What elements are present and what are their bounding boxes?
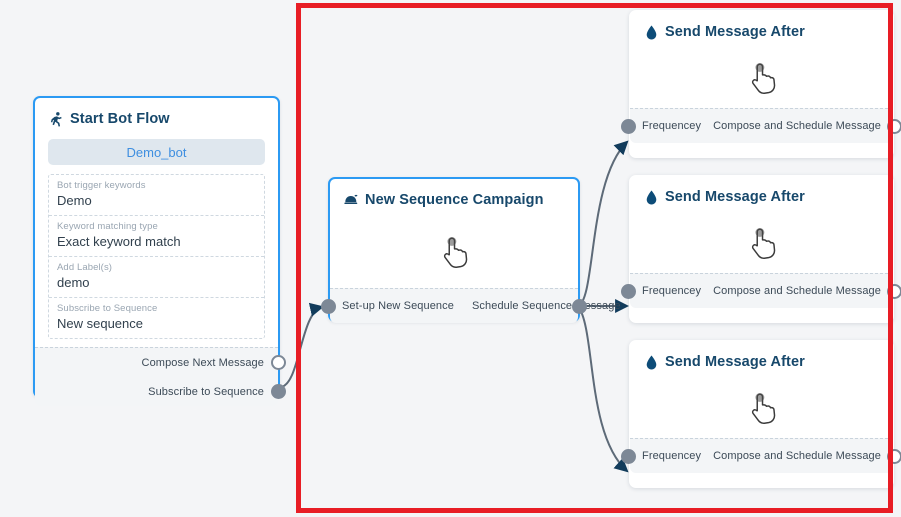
output-port-compose-next-message[interactable] [271, 355, 286, 370]
field-label: Bot trigger keywords [57, 180, 146, 191]
input-port-frequencey[interactable] [621, 284, 636, 299]
field-value: Exact keyword match [57, 234, 181, 249]
bot-name-label: Demo_bot [126, 144, 187, 160]
node-send-message-after-3-header: Send Message After [630, 341, 893, 376]
field-label: Subscribe to Sequence [57, 303, 158, 314]
node-send-message-after-2-footer: Frequencey Compose and Schedule Message [621, 273, 901, 308]
node-new-sequence-campaign-title: New Sequence Campaign [365, 192, 544, 208]
node-new-sequence-campaign-body [330, 214, 578, 288]
field-label: Keyword matching type [57, 221, 158, 232]
output-port-subscribe-to-sequence[interactable] [271, 384, 286, 399]
node-start-bot-flow-header: Start Bot Flow [35, 98, 278, 133]
input-port-label-frequencey: Frequencey [642, 285, 702, 297]
port-label: Compose Next Message [141, 356, 264, 369]
node-send-message-after-2-header: Send Message After [630, 176, 893, 211]
field-value: Demo [57, 193, 92, 208]
hand-pointer-cursor-icon [443, 237, 468, 268]
output-port-label-schedule-sequence-message: Schedule Sequence Message [471, 300, 621, 312]
node-send-message-after-1-header: Send Message After [630, 11, 893, 46]
node-start-bot-flow-title: Start Bot Flow [70, 111, 170, 127]
edge-campaign-to-card-3 [577, 305, 629, 473]
output-port-label-compose-and-schedule-message: Compose and Schedule Message [713, 285, 881, 297]
node-new-sequence-campaign-footer: Set-up New Sequence Schedule Sequence Me… [321, 288, 621, 323]
field-value: demo [57, 275, 90, 290]
node-send-message-after-3-footer: Frequencey Compose and Schedule Message [621, 438, 901, 473]
node-new-sequence-campaign[interactable]: New Sequence Campaign Set-up New Sequenc… [321, 177, 621, 323]
hand-pointer-cursor-icon [751, 63, 775, 94]
bot-name-pill[interactable]: Demo_bot [48, 139, 265, 165]
card-2-port-labels: Frequencey Compose and Schedule Message [642, 285, 881, 297]
field-row-keyword-matching-type[interactable]: Keyword matching type Exact keyword matc… [49, 216, 264, 257]
water-drop-icon [644, 24, 659, 40]
bot-field-list: Bot trigger keywords Demo Keyword matchi… [48, 174, 265, 339]
node-send-message-after-2[interactable]: Send Message After Frequencey Compose an… [621, 175, 901, 323]
node-send-message-after-2-body [630, 211, 893, 273]
edge-start-to-campaign [279, 302, 325, 388]
water-drop-icon [644, 354, 659, 370]
port-label: Subscribe to Sequence [148, 385, 264, 398]
node-send-message-after-3-title: Send Message After [665, 354, 805, 370]
node-send-message-after-2-title: Send Message After [665, 189, 805, 205]
water-drop-icon [644, 189, 659, 205]
hand-pointer-cursor-icon [751, 393, 775, 424]
input-port-setup-new-sequence[interactable] [321, 299, 336, 314]
output-port-compose-and-schedule-message[interactable] [887, 119, 901, 134]
input-port-frequencey[interactable] [621, 119, 636, 134]
output-port-compose-and-schedule-message[interactable] [887, 449, 901, 464]
node-send-message-after-3[interactable]: Send Message After Frequencey Compose an… [621, 340, 901, 488]
field-row-bot-trigger-keywords[interactable]: Bot trigger keywords Demo [49, 175, 264, 216]
node-send-message-after-1[interactable]: Send Message After Frequencey Compose an… [621, 10, 901, 158]
running-person-icon [49, 111, 64, 127]
node-start-bot-flow[interactable]: Start Bot Flow Demo_bot Bot trigger keyw… [33, 96, 286, 406]
field-row-add-labels[interactable]: Add Label(s) demo [49, 257, 264, 298]
field-label: Add Label(s) [57, 262, 113, 273]
sequence-campaign-icon [344, 192, 359, 208]
output-port-label-compose-and-schedule-message: Compose and Schedule Message [713, 450, 881, 462]
output-port-schedule-sequence-message[interactable] [572, 299, 587, 314]
node-send-message-after-1-footer: Frequencey Compose and Schedule Message [621, 108, 901, 143]
card-1-port-labels: Frequencey Compose and Schedule Message [642, 120, 881, 132]
port-row-subscribe-to-sequence[interactable]: Subscribe to Sequence [35, 377, 286, 406]
node-send-message-after-1-body [630, 46, 893, 108]
output-port-label-compose-and-schedule-message: Compose and Schedule Message [713, 120, 881, 132]
node-start-bot-flow-footer: Compose Next Message Subscribe to Sequen… [35, 347, 286, 406]
input-port-label-frequencey: Frequencey [642, 120, 702, 132]
node-new-sequence-campaign-header: New Sequence Campaign [330, 179, 578, 214]
input-port-frequencey[interactable] [621, 449, 636, 464]
node-send-message-after-3-body [630, 376, 893, 438]
field-row-subscribe-to-sequence[interactable]: Subscribe to Sequence New sequence [49, 298, 264, 338]
node-send-message-after-1-title: Send Message After [665, 24, 805, 40]
input-port-label-setup-new-sequence: Set-up New Sequence [342, 300, 454, 312]
edge-campaign-to-card-1 [577, 140, 629, 307]
port-row-compose-next-message[interactable]: Compose Next Message [35, 348, 286, 377]
output-port-compose-and-schedule-message[interactable] [887, 284, 901, 299]
card-3-port-labels: Frequencey Compose and Schedule Message [642, 450, 881, 462]
hand-pointer-cursor-icon [751, 228, 775, 259]
input-port-label-frequencey: Frequencey [642, 450, 702, 462]
field-value: New sequence [57, 316, 143, 331]
